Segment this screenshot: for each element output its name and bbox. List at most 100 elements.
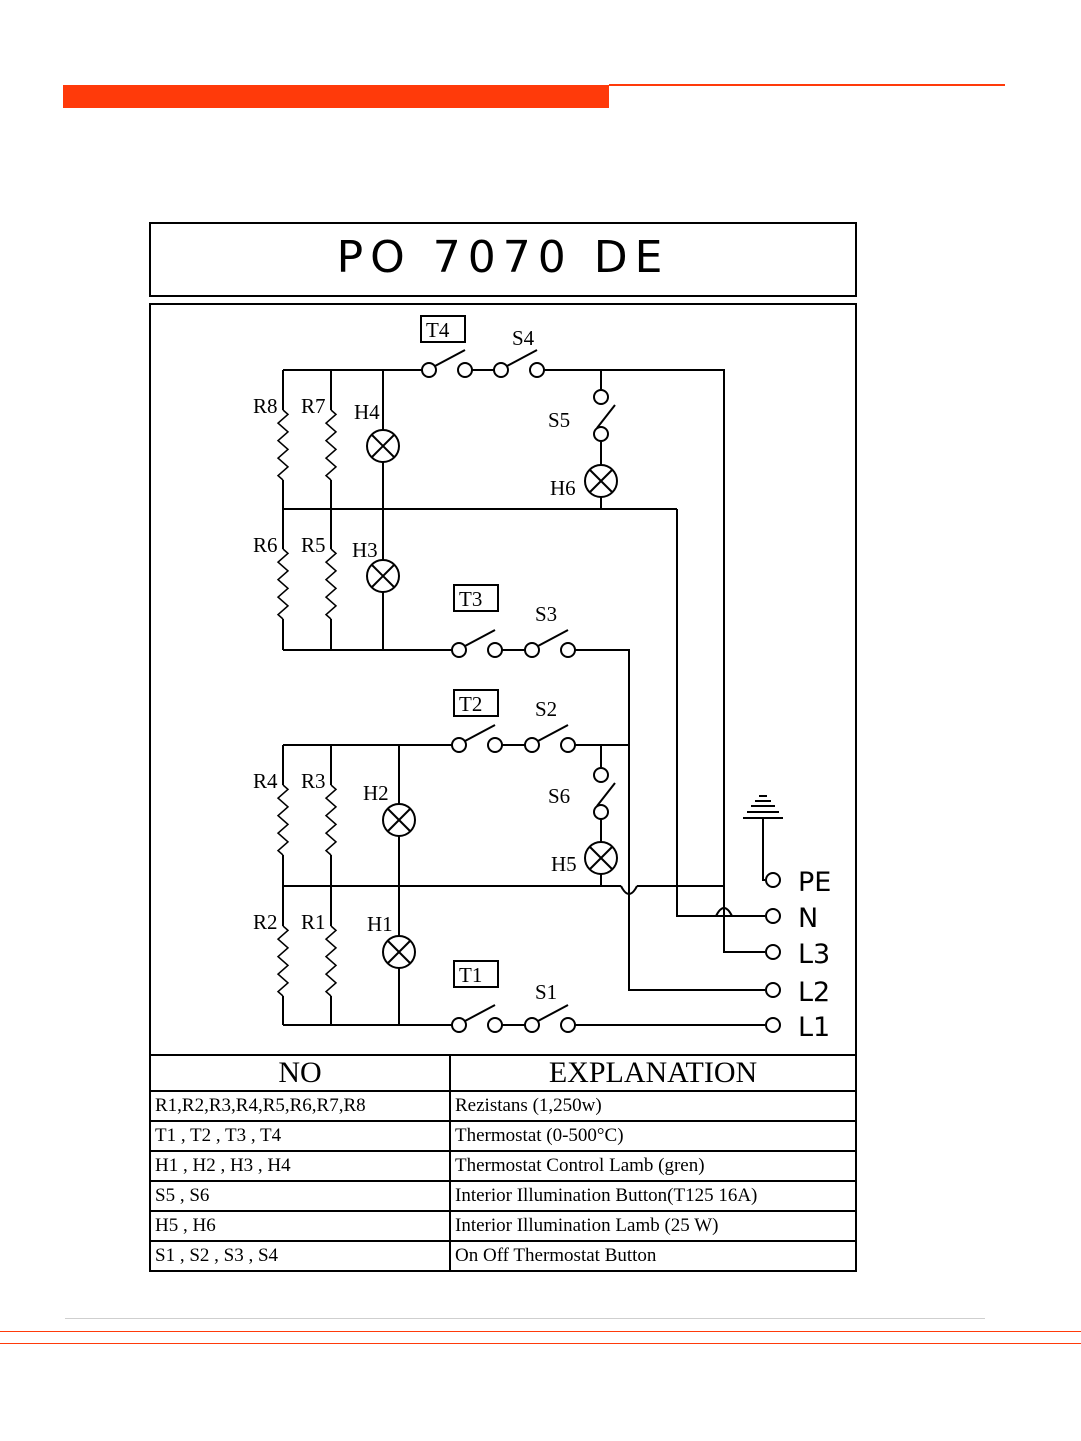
resistor-label: R2	[253, 910, 278, 934]
lamp-cross	[589, 846, 613, 870]
switch-s4	[506, 349, 538, 367]
wire	[762, 818, 765, 881]
thermostat-t3-switch-contact	[451, 642, 467, 658]
lamp-label: H4	[354, 400, 380, 424]
lamp-cross	[371, 434, 395, 458]
terminal-label: L3	[798, 939, 830, 970]
switch-label: S5	[548, 408, 570, 432]
resistor-r2	[276, 925, 290, 997]
thermostat-label: T4	[426, 318, 450, 342]
wire	[676, 509, 765, 917]
legend-header-no: NO	[149, 1054, 451, 1092]
terminal-n	[765, 908, 781, 924]
legend-no: H1 , H2 , H3 , H4	[149, 1150, 451, 1182]
header-accent-bar	[63, 85, 609, 108]
terminal-label: PE	[798, 867, 831, 898]
switch-s3	[537, 629, 569, 647]
resistor-label: R4	[253, 769, 278, 793]
legend-explanation: Interior Illumination Lamb (25 W)	[449, 1210, 857, 1242]
legend-row: R1,R2,R3,R4,R5,R6,R7,R8 Rezistans (1,250…	[149, 1090, 857, 1122]
page-title: PO 7070 DE	[336, 232, 670, 283]
legend-explanation: On Off Thermostat Button	[449, 1240, 857, 1272]
resistor-r1	[324, 925, 338, 997]
legend-table: NO EXPLANATION R1,R2,R3,R4,R5,R6,R7,R8 R…	[149, 1054, 857, 1272]
thermostat-t4-switch-contact	[421, 362, 437, 378]
switch-s1-contact	[524, 1017, 540, 1033]
thermostat-label: T1	[459, 963, 482, 987]
switch-s6-contact	[593, 767, 609, 783]
legend-no: R1,R2,R3,R4,R5,R6,R7,R8	[149, 1090, 451, 1122]
lamp-cross	[387, 940, 411, 964]
wire	[568, 649, 765, 991]
legend-row: H5 , H6 Interior Illumination Lamb (25 W…	[149, 1210, 857, 1242]
switch-s5-contact	[593, 426, 609, 442]
lamp-cross	[387, 808, 411, 832]
switch-s1	[537, 1004, 569, 1022]
switch-label: S6	[548, 784, 570, 808]
switch-s2-contact	[560, 737, 576, 753]
switch-s2	[537, 724, 569, 742]
switch-s3-contact	[524, 642, 540, 658]
resistor-label: R1	[301, 910, 326, 934]
thermostat-t2-switch	[464, 724, 496, 742]
switch-label: S2	[535, 697, 557, 721]
switch-s6-contact	[593, 804, 609, 820]
resistor-label: R3	[301, 769, 326, 793]
legend-no: H5 , H6	[149, 1210, 451, 1242]
terminal-l2	[765, 982, 781, 998]
switch-s1-contact	[560, 1017, 576, 1033]
legend-explanation: Interior Illumination Button(T125 16A)	[449, 1180, 857, 1212]
switch-s4-contact	[529, 362, 545, 378]
switch-s6	[596, 782, 616, 807]
resistor-label: R8	[253, 394, 278, 418]
terminal-pe	[765, 872, 781, 888]
terminal-l3	[765, 944, 781, 960]
resistor-label: R5	[301, 533, 326, 557]
resistor-r6	[276, 548, 290, 620]
thermostat-box	[453, 584, 499, 612]
resistor-label: R7	[301, 394, 326, 418]
thermostat-t1-switch-contact	[487, 1017, 503, 1033]
thermostat-t2-switch-contact	[451, 737, 467, 753]
resistor-r8	[276, 409, 290, 481]
thermostat-t3-switch-contact	[487, 642, 503, 658]
switch-label: S3	[535, 602, 557, 626]
switch-s5	[596, 404, 616, 429]
thermostat-t3-switch	[464, 629, 496, 647]
switch-label: S4	[512, 326, 535, 350]
wire-crossover	[715, 907, 733, 917]
lamp-label: H6	[550, 476, 576, 500]
resistor-label: R6	[253, 533, 278, 557]
legend-explanation: Thermostat (0-500°C)	[449, 1120, 857, 1152]
lamp-cross	[371, 564, 395, 588]
thermostat-box	[453, 689, 499, 717]
switch-s5-contact	[593, 389, 609, 405]
wire	[537, 369, 765, 953]
legend-row: T1 , T2 , T3 , T4 Thermostat (0-500°C)	[149, 1120, 857, 1152]
legend-no: S5 , S6	[149, 1180, 451, 1212]
thermostat-box	[453, 960, 499, 988]
thermostat-t4-switch-contact	[457, 362, 473, 378]
footer-accent-line	[0, 1343, 1081, 1344]
terminal-l1	[765, 1017, 781, 1033]
title-box: PO 7070 DE	[149, 222, 857, 297]
switch-s2-contact	[524, 737, 540, 753]
resistor-r4	[276, 784, 290, 856]
legend-header-explanation: EXPLANATION	[449, 1054, 857, 1092]
footer-divider	[65, 1318, 985, 1319]
terminal-label: L1	[798, 1012, 830, 1043]
terminal-label: L2	[798, 977, 830, 1008]
resistor-r3	[324, 784, 338, 856]
terminal-label: N	[798, 903, 818, 934]
legend-no: S1 , S2 , S3 , S4	[149, 1240, 451, 1272]
switch-s4-contact	[493, 362, 509, 378]
lamp-label: H2	[363, 781, 389, 805]
thermostat-t2-switch-contact	[487, 737, 503, 753]
resistor-r7	[324, 409, 338, 481]
resistor-r5	[324, 548, 338, 620]
legend-row: S5 , S6 Interior Illumination Button(T12…	[149, 1180, 857, 1212]
thermostat-label: T3	[459, 587, 482, 611]
legend-row: S1 , S2 , S3 , S4 On Off Thermostat Butt…	[149, 1240, 857, 1272]
